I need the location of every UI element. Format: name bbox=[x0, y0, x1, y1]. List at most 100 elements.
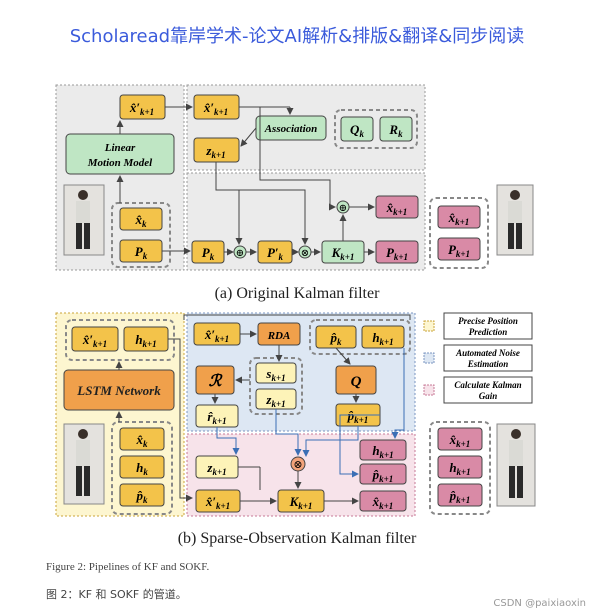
b-p-out-sub: k+1 bbox=[379, 474, 393, 484]
linear-model-line2: Motion Model bbox=[87, 157, 153, 169]
svg-text:Pk: Pk bbox=[135, 244, 148, 261]
b-out-h-sub: k+1 bbox=[457, 467, 471, 477]
legend-item-precise bbox=[443, 312, 533, 340]
a-r-sub: k bbox=[398, 129, 403, 139]
svg-text:p̂k: p̂k bbox=[330, 330, 343, 347]
b-h-out-sub: k+1 bbox=[380, 450, 394, 460]
b-x-k-sub: k bbox=[143, 439, 148, 449]
a-noise-group bbox=[334, 109, 418, 149]
b-p-hat-next-sub: k+1 bbox=[354, 415, 368, 425]
a-x-out-sub: k+1 bbox=[393, 207, 407, 217]
a-k-label: K bbox=[331, 245, 342, 260]
legend-swatch-pink bbox=[423, 384, 435, 396]
b-out-p-sub: k+1 bbox=[456, 495, 470, 505]
a-x-out-box bbox=[375, 195, 419, 219]
a-z-sub: k+1 bbox=[211, 150, 225, 160]
svg-text:hk+1: hk+1 bbox=[449, 460, 470, 477]
svg-text:⊗: ⊗ bbox=[293, 459, 302, 471]
legend-precise-line2: Prediction bbox=[469, 327, 508, 337]
b-k-label: K bbox=[289, 494, 300, 509]
svg-text:x̂k+1: x̂k+1 bbox=[448, 210, 470, 227]
svg-text:zk+1: zk+1 bbox=[206, 460, 226, 477]
b-h-label: h bbox=[135, 332, 142, 347]
a-output-group bbox=[429, 197, 489, 269]
a-p-prime-sub: k bbox=[279, 252, 284, 262]
b-h-top-box bbox=[361, 325, 405, 349]
b-z-pink-label: z bbox=[206, 460, 213, 475]
a-q-label: Q bbox=[350, 122, 360, 137]
b-x-out-label: x̂ bbox=[372, 494, 380, 509]
svg-text:x̂′k+1: x̂′k+1 bbox=[82, 332, 107, 349]
a-caption: (a) Original Kalman filter bbox=[215, 285, 380, 302]
b-s-label: s bbox=[265, 366, 271, 381]
b-legend: Precise Position Prediction Automated No… bbox=[423, 312, 533, 404]
svg-text:x̂k+1: x̂k+1 bbox=[449, 432, 471, 449]
svg-text:x̂′k+1: x̂′k+1 bbox=[203, 100, 228, 117]
a-out-p-sub: k+1 bbox=[456, 249, 470, 259]
a-k-sub: k+1 bbox=[340, 252, 354, 262]
b-x-prime-pink-label: x̂′ bbox=[205, 494, 217, 509]
b-p-hat-top-label: p̂ bbox=[330, 330, 338, 345]
b-h-k-box bbox=[119, 455, 165, 479]
a-x-k-sub: k bbox=[142, 219, 147, 229]
b-out-x-sub: k+1 bbox=[456, 439, 470, 449]
a-q-box bbox=[340, 116, 374, 142]
b-x-prime-right-label: x̂′ bbox=[204, 327, 216, 342]
svg-text:p̂k+1: p̂k+1 bbox=[449, 488, 471, 505]
b-p-k-box bbox=[119, 483, 165, 507]
svg-text:Rk: Rk bbox=[388, 122, 403, 139]
svg-text:Kk+1: Kk+1 bbox=[331, 245, 355, 262]
legend-noise-line2: Estimation bbox=[467, 359, 509, 369]
legend-swatch-yellow bbox=[423, 320, 435, 332]
b-state-group bbox=[111, 421, 173, 515]
legend-noise-line1: Automated Noise bbox=[455, 348, 520, 358]
b-script-r-label: ℛ bbox=[209, 373, 224, 390]
legend-swatch-blue bbox=[423, 352, 435, 364]
a-p-mid-label: P bbox=[202, 245, 211, 260]
svg-text:x̂′k+1: x̂′k+1 bbox=[204, 327, 229, 344]
b-x-prime-right-sub: k+1 bbox=[215, 334, 229, 344]
svg-text:x̂k+1: x̂k+1 bbox=[372, 494, 394, 511]
b-out-h-label: h bbox=[449, 460, 456, 475]
b-out-h-box bbox=[437, 455, 483, 479]
b-x-prime-box bbox=[71, 326, 119, 352]
svg-text:hk+1: hk+1 bbox=[372, 330, 393, 347]
b-out-p-label: p̂ bbox=[449, 488, 457, 503]
rda-label: RDA bbox=[267, 330, 291, 342]
a-x-prime-right-sub: k+1 bbox=[214, 107, 228, 117]
svg-text:p̂k: p̂k bbox=[136, 488, 149, 505]
svg-text:x̂′k+1: x̂′k+1 bbox=[205, 494, 230, 511]
a-x-out-label: x̂ bbox=[386, 200, 394, 215]
b-p-k-label: p̂ bbox=[136, 488, 144, 503]
legend-precise-line1: Precise Position bbox=[458, 316, 518, 326]
svg-text:⊗: ⊗ bbox=[301, 248, 309, 259]
figure-caption: Figure 2: Pipelines of KF and SOKF. bbox=[46, 561, 210, 573]
svg-text:p̂k+1: p̂k+1 bbox=[372, 467, 394, 484]
svg-text:hk: hk bbox=[136, 460, 148, 477]
b-h-sub: k+1 bbox=[143, 339, 157, 349]
a-p-out-sub: k+1 bbox=[394, 252, 408, 262]
svg-text:⊕: ⊕ bbox=[339, 203, 347, 214]
linear-model-line1: Linear bbox=[104, 142, 136, 154]
a-out-p-box bbox=[437, 237, 481, 261]
svg-text:x̂′k+1: x̂′k+1 bbox=[129, 100, 154, 117]
b-x-prime-sub: k+1 bbox=[93, 339, 107, 349]
b-z-label: z bbox=[265, 392, 272, 407]
figure-b: x̂′k+1 hk+1 LSTM Network x̂k hk p̂k x̂′k… bbox=[55, 312, 536, 547]
b-script-q-label: Q bbox=[351, 374, 362, 390]
b-h-out-box bbox=[359, 439, 407, 461]
svg-text:Pk+1: Pk+1 bbox=[386, 245, 408, 262]
a-z-label: z bbox=[205, 143, 212, 158]
chinese-caption: 图 2：KF 和 SOKF 的管道。 bbox=[46, 588, 187, 601]
b-out-x-label: x̂ bbox=[449, 432, 457, 447]
a-p-k-label: P bbox=[135, 244, 144, 259]
b-pk-hk-group bbox=[309, 319, 411, 355]
a-p-out-label: P bbox=[386, 245, 395, 260]
b-p-out-label: p̂ bbox=[372, 467, 380, 482]
b-r-hat-label: r̂ bbox=[207, 409, 213, 424]
b-x-k-label: x̂ bbox=[136, 432, 144, 447]
a-out-x-sub: k+1 bbox=[455, 217, 469, 227]
b-h-out-label: h bbox=[372, 443, 379, 458]
b-out-p-box bbox=[437, 483, 483, 507]
